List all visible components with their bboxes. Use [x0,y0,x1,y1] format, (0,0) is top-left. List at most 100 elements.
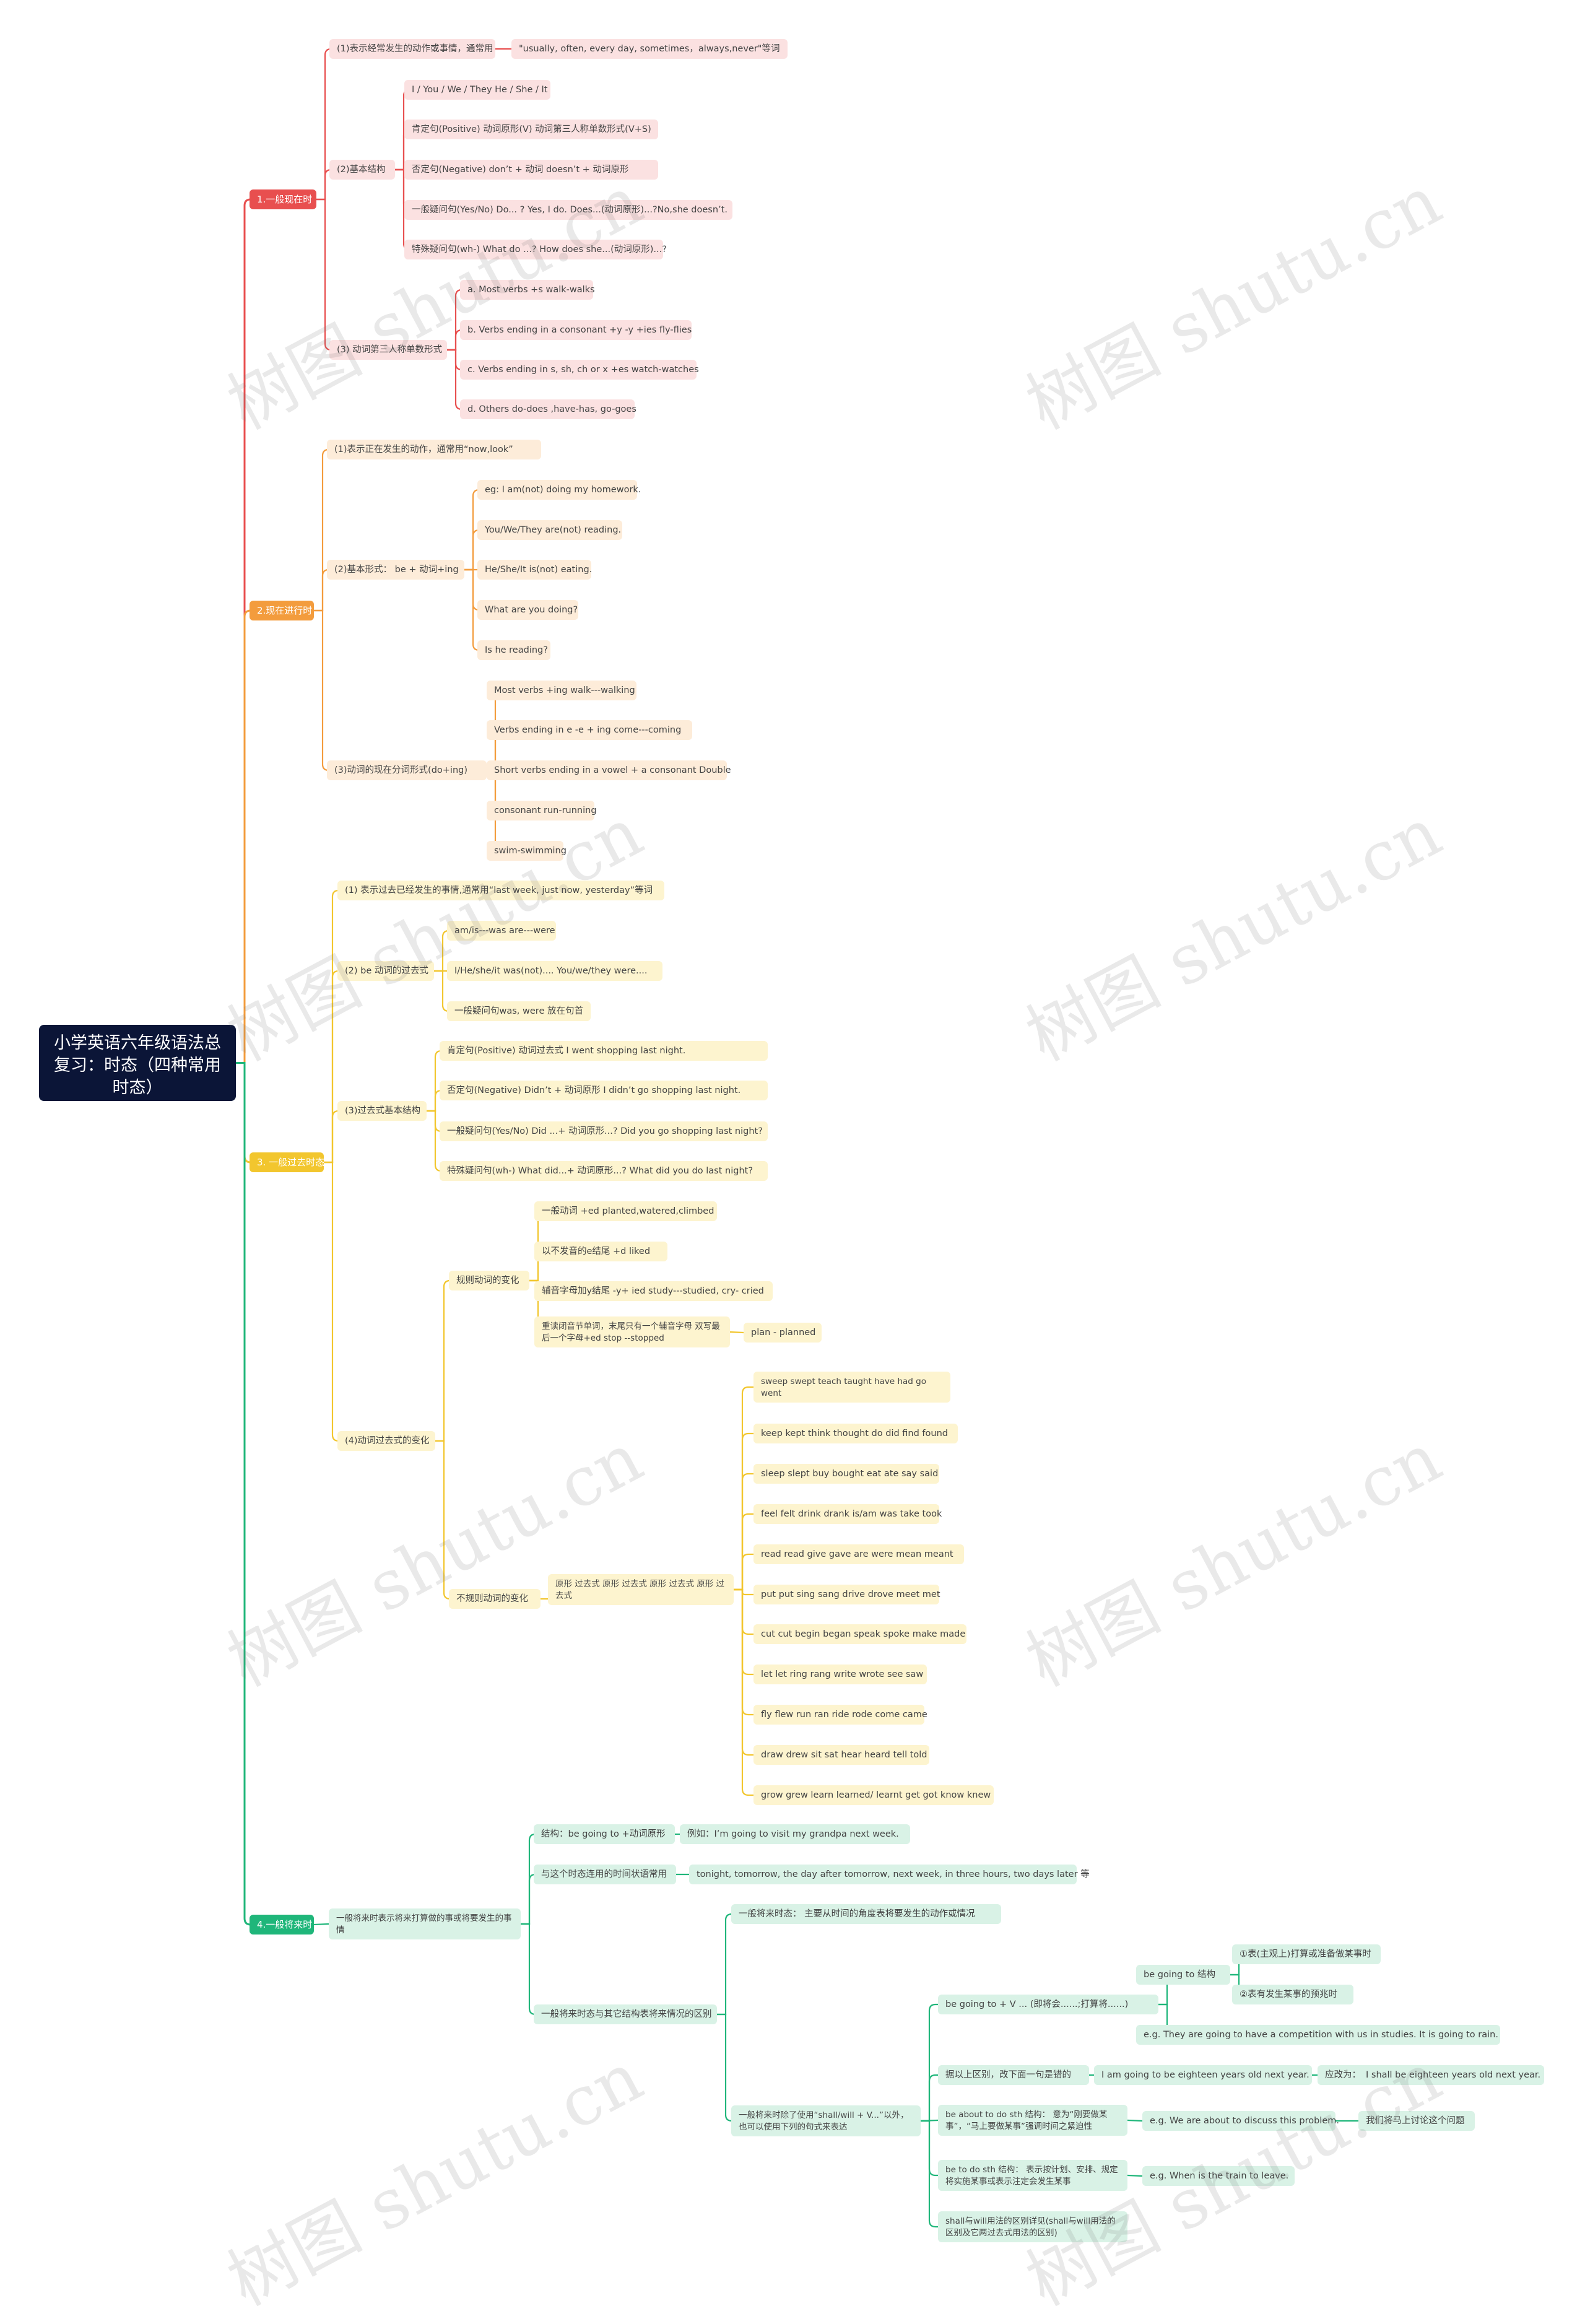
topic-node[interactable]: d. Others do-does ,have-has, go-goes [460,399,636,419]
topic-node[interactable]: 肯定句(Positive) 动词过去式 I went shopping last… [440,1041,768,1061]
topic-node[interactable]: "usually, often, every day, sometimes，al… [511,39,788,59]
topic-node[interactable]: (3)过去式基本结构 [337,1101,427,1121]
connector-line [435,1279,451,1442]
connector-line [921,2003,938,2122]
topic-node[interactable]: ①表(主观上)打算或准备做某事时 [1232,1944,1381,1964]
topic-node[interactable]: 一般动词 +ed planted,watered,climbed [534,1201,717,1221]
topic-node[interactable]: cut cut begin began speak spoke make mad… [753,1624,966,1644]
topic-node[interactable]: 据以上区别，改下面一句是错的 [938,2065,1089,2085]
topic-node[interactable]: 规则动词的变化 [449,1271,529,1290]
topic-node[interactable]: tonight, tomorrow, the day after tomorro… [689,1865,1090,1884]
connector-line [324,970,339,1164]
topic-node[interactable]: 否定句(Negative) don’t + 动词 doesn’t + 动词原形 [404,160,658,180]
connector-line [314,448,329,612]
topic-node[interactable]: draw drew sit sat hear heard tell told [753,1745,929,1765]
connector-line [734,1473,753,1591]
topic-node[interactable]: (2)基本结构 [329,160,395,180]
topic-node[interactable]: be about to do sth 结构： 意为“刚要做某事”，“马上要做某事… [938,2105,1127,2136]
topic-node[interactable]: Is he reading? [477,640,550,660]
topic-node[interactable]: 我们将马上讨论这个问题 [1358,2111,1475,2131]
connector-line [447,289,462,351]
topic-node[interactable]: swim-swimming [487,841,567,861]
branch-topic-3[interactable]: 3. 一般过去时态 [250,1152,324,1172]
connector-line [313,1923,329,1926]
topic-node[interactable]: Most verbs +ing walk---walking [487,681,636,700]
connector-line [734,1386,753,1591]
topic-node[interactable]: (2)基本形式： be + 动词+ing [327,560,464,580]
topic-node[interactable]: 一般将来时态与其它结构表将来情况的区别 [534,2004,717,2024]
topic-node[interactable]: sweep swept teach taught have had go wen… [753,1372,950,1403]
topic-node[interactable]: 重读闭音节单词，末尾只有一个辅音字母 双写最后一个字母+ed stop --st… [534,1316,730,1347]
topic-node[interactable]: (1)表示正在发生的动作，通常用“now,look” [327,440,541,459]
topic-node[interactable]: 一般疑问句(Yes/No) Did ...+ 动词原形...? Did you … [440,1121,768,1141]
topic-node[interactable]: (1)表示经常发生的动作或事情，通常用 [329,39,495,59]
topic-node[interactable]: (4)动词过去式的变化 [337,1431,435,1451]
connector-line [316,198,332,351]
topic-node[interactable]: 否定句(Negative) Didn’t + 动词原形 I didn’t go … [440,1081,768,1100]
connector-line [1127,2119,1143,2122]
topic-node[interactable]: 肯定句(Positive) 动词原形(V) 动词第三人称单数形式(V+S) [404,120,658,139]
topic-node[interactable]: (3) 动词第三人称单数形式 [329,340,447,360]
topic-node[interactable]: be going to 结构 [1136,1965,1230,1985]
topic-node[interactable]: (1) 表示过去已经发生的事情,通常用“last week, just now,… [337,881,664,900]
topic-node[interactable]: 一般将来时除了使用“shall/will + V...”以外，也可以使用下列的句… [731,2105,921,2136]
topic-node[interactable]: e.g. They are going to have a competitio… [1136,2025,1500,2045]
topic-node[interactable]: 结构：be going to +动词原形 [534,1824,675,1844]
connector-line [734,1513,753,1591]
connector-line [717,1913,732,2016]
topic-node[interactable]: 一般疑问句was, were 放在句首 [447,1001,591,1021]
topic-node[interactable]: ②表有发生某事的预兆时 [1232,1985,1353,2004]
topic-node[interactable]: Short verbs ending in a vowel + a conson… [487,760,731,780]
topic-node[interactable]: keep kept think thought do did find foun… [753,1424,958,1443]
topic-node[interactable]: You/We/They are(not) reading. [477,520,622,540]
topic-node[interactable]: b. Verbs ending in a consonant +y -y +ie… [460,320,692,340]
topic-node[interactable]: fly flew run ran ride rode come came [753,1705,927,1725]
connector-line [734,1432,753,1591]
topic-node[interactable]: I am going to be eighteen years old next… [1094,2065,1312,2085]
branch-topic-4[interactable]: 4.一般将来时 [250,1915,314,1934]
topic-node[interactable]: I shall be eighteen years old next year. [1358,2065,1544,2085]
topic-node[interactable]: 以不发音的e结尾 +d liked [534,1242,667,1261]
topic-node[interactable]: 特殊疑问句(wh-) What did...+ 动词原形...? What di… [440,1161,768,1181]
topic-node[interactable]: (2) be 动词的过去式 [337,961,434,981]
topic-node[interactable]: sleep slept buy bought eat ate say said [753,1464,939,1484]
connector-line [729,1331,744,1334]
connector-line [427,1110,442,1172]
topic-node[interactable]: (3)动词的现在分词形式(do+ing) [327,760,487,780]
topic-node[interactable]: be going to + V ... (即将会......;打算将......… [938,1995,1158,2014]
topic-node[interactable]: I / You / We / They He / She / It [404,80,550,100]
topic-node[interactable]: He/She/It is(not) eating. [477,560,592,580]
topic-node[interactable]: 一般将来时态： 主要从时间的角度表将要发生的动作或情况 [731,1904,1001,1924]
branch-topic-2[interactable]: 2.现在进行时 [250,601,314,620]
topic-node[interactable]: put put sing sang drive drove meet met [753,1585,940,1604]
topic-node[interactable]: let let ring rang write wrote see saw [753,1665,927,1684]
topic-node[interactable]: am/is---was are---were [447,921,556,941]
topic-node[interactable]: e.g. When is the train to leave. [1142,2166,1295,2186]
topic-node[interactable]: 一般将来时表示将来打算做的事或将要发生的事情 [329,1908,521,1939]
topic-node[interactable]: consonant run-running [487,801,597,820]
branch-topic-1[interactable]: 1.一般现在时 [250,189,316,209]
topic-node[interactable]: grow grew learn learned/ learnt get got … [753,1785,994,1805]
connector-line [236,198,251,1064]
topic-node[interactable]: 原形 过去式 原形 过去式 原形 过去式 原形 过去式 [548,1574,734,1605]
topic-node[interactable]: 例如：I’m going to visit my grandpa next we… [680,1824,910,1844]
topic-node[interactable]: eg: I am(not) doing my homework. [477,480,641,500]
topic-node[interactable]: 辅音字母加y结尾 -y+ ied study---studied, cry- c… [534,1281,773,1301]
topic-node[interactable]: a. Most verbs +s walk-walks [460,280,595,300]
topic-node[interactable]: 特殊疑问句(wh-) What do ...? How does she...(… [404,240,667,259]
topic-node[interactable]: plan - planned [744,1323,822,1343]
topic-node[interactable]: be to do sth 结构： 表示按计划、安排、规定将实施某事或表示注定会发… [938,2160,1127,2191]
topic-node[interactable]: read read give gave are were mean meant [753,1544,964,1564]
root-topic[interactable]: 小学英语六年级语法总复习：时态（四种常用时态） [39,1025,236,1101]
topic-node[interactable]: 一般疑问句(Yes/No) Do... ? Yes, I do. Does...… [404,200,732,220]
topic-node[interactable]: shall与will用法的区别详见(shall与will用法的区别及它两过去式用… [938,2211,1127,2242]
topic-node[interactable]: e.g. We are about to discuss this proble… [1142,2111,1339,2131]
topic-node[interactable]: c. Verbs ending in s, sh, ch or x +es wa… [460,360,699,380]
topic-node[interactable]: What are you doing? [477,600,578,620]
topic-node[interactable]: feel felt drink drank is/am was take too… [753,1504,942,1524]
topic-node[interactable]: Verbs ending in e -e + ing come---coming [487,720,692,740]
topic-node[interactable]: 不规则动词的变化 [449,1589,541,1609]
topic-node[interactable]: I/He/she/it was(not).... You/we/they wer… [447,961,662,981]
topic-node[interactable]: 与这个时态连用的时间状语常用 [534,1865,676,1884]
connector-line [921,2074,938,2122]
